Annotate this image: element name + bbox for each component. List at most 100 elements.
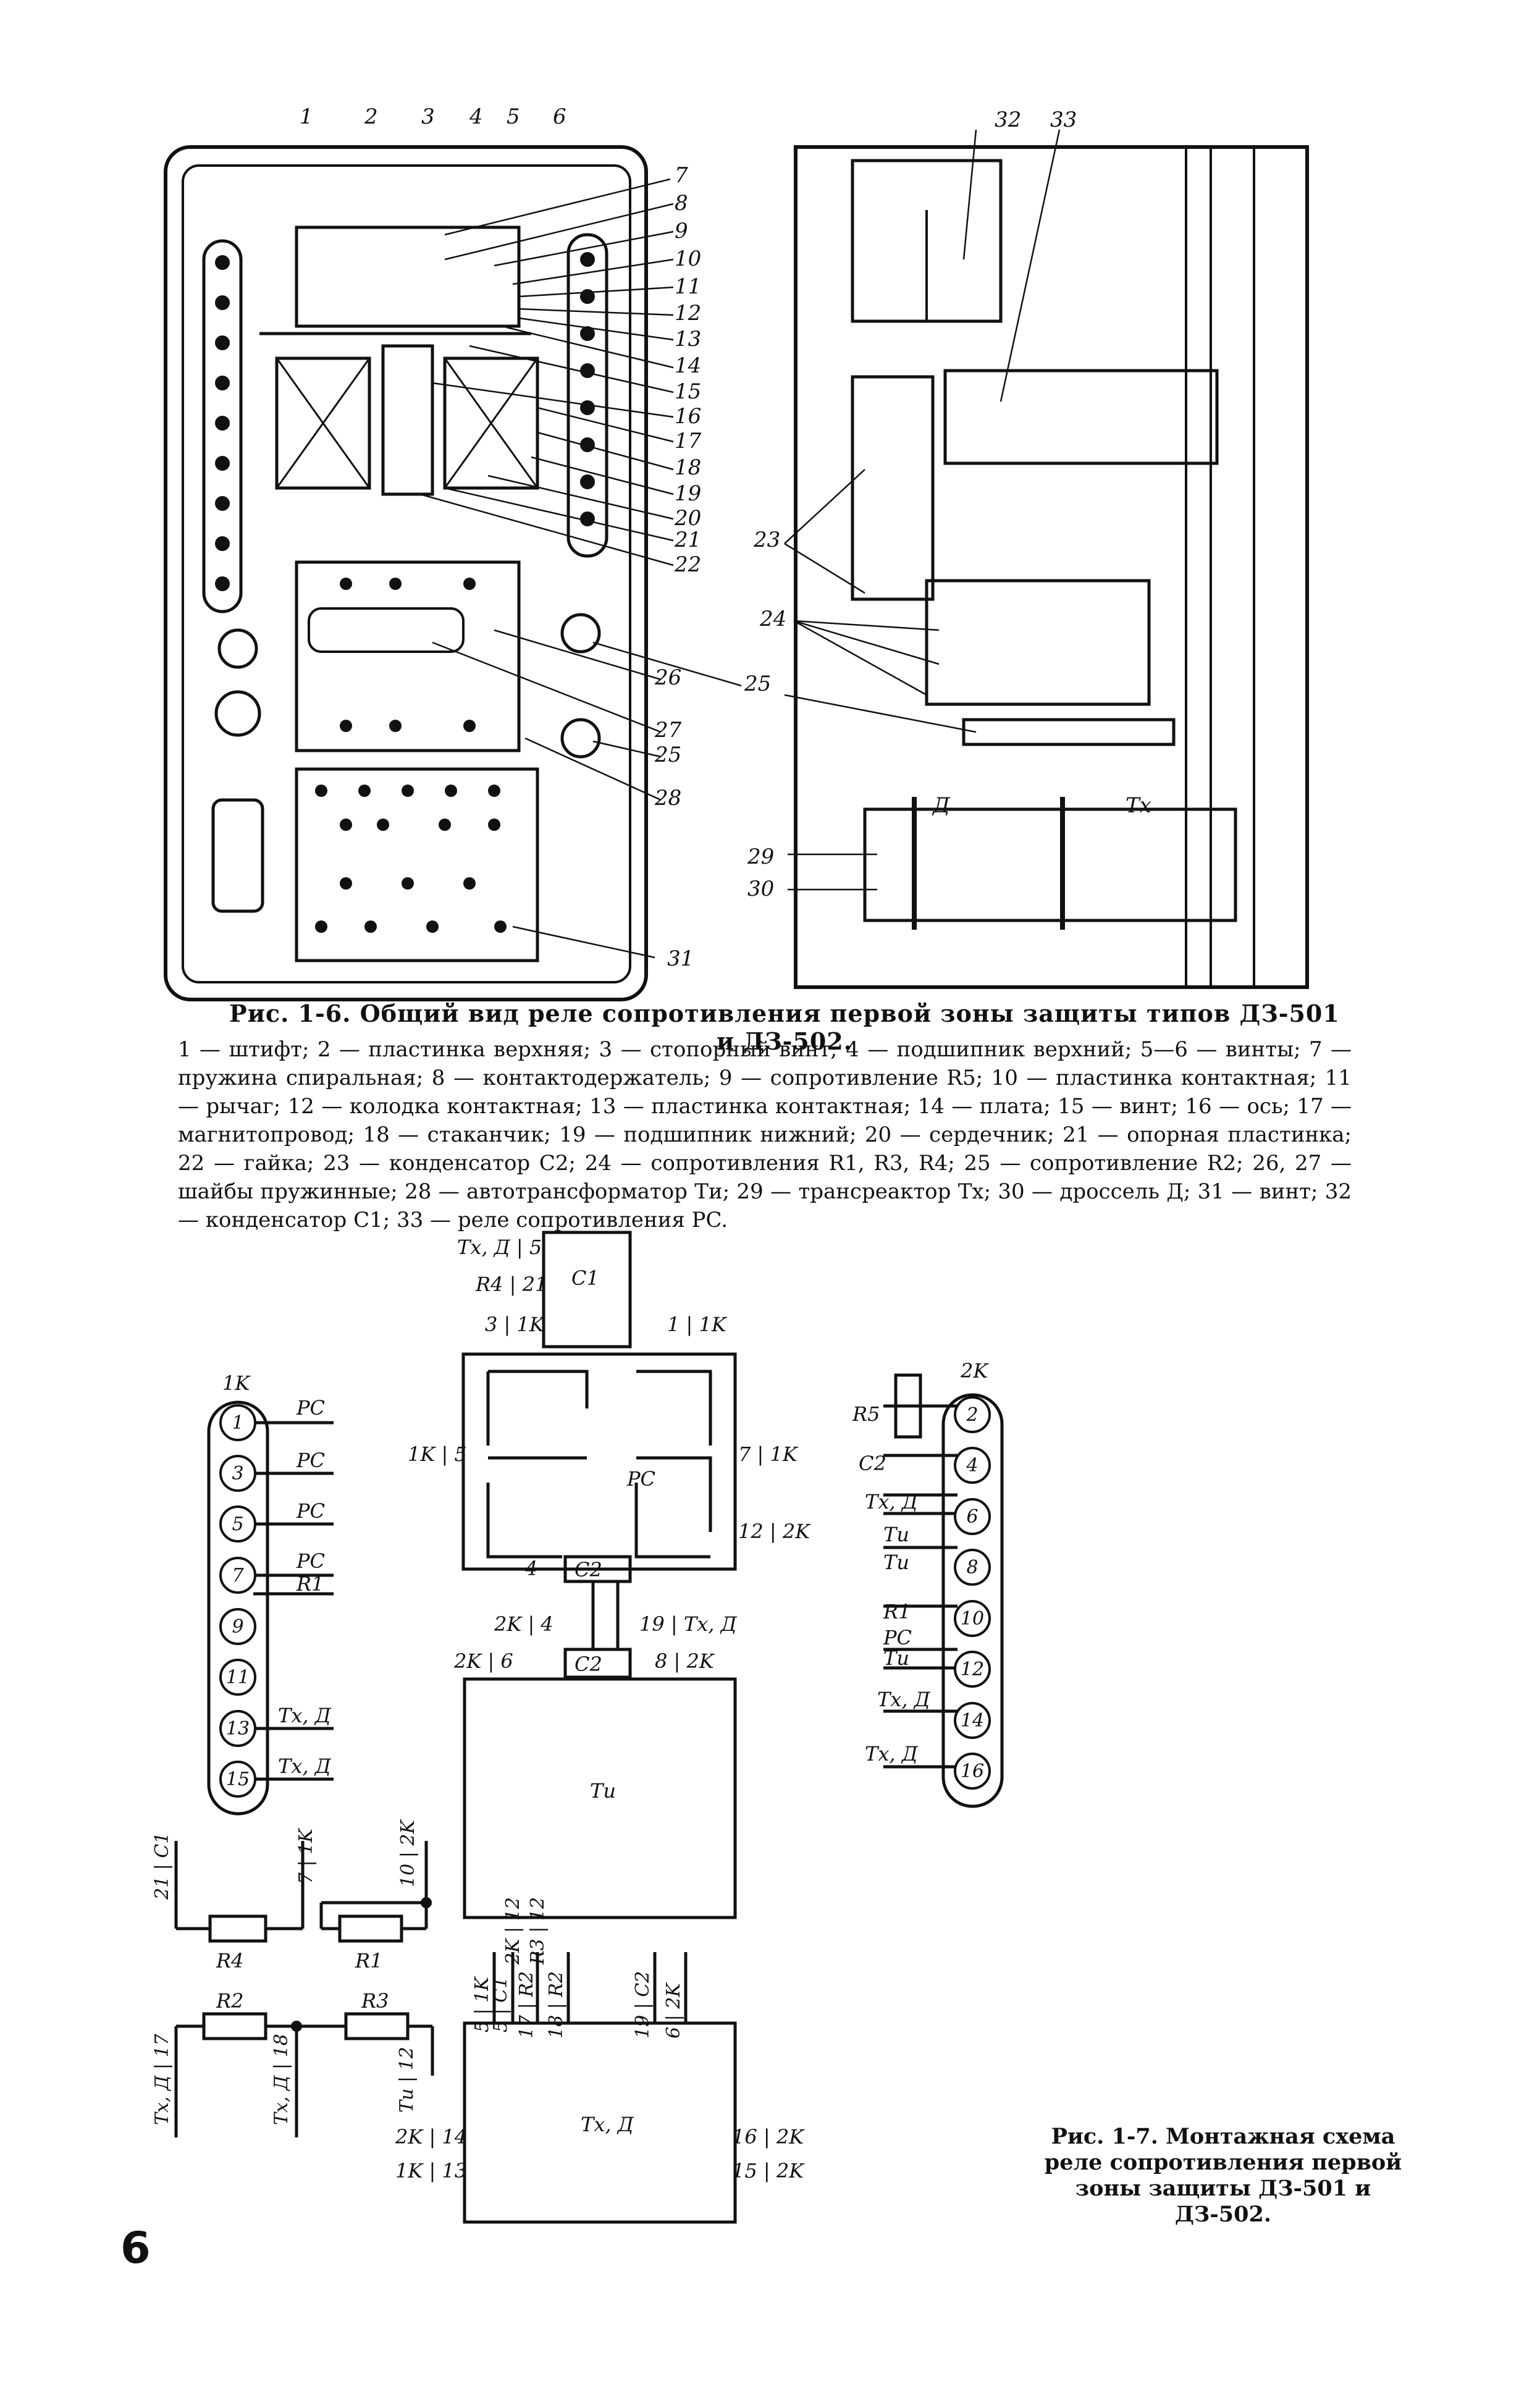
rtop-wire-1: 21 | C1 (151, 1832, 173, 1900)
tx-right-wire-1: 16 | 2K (732, 2125, 805, 2149)
terminal-block-1k (207, 1400, 269, 1816)
callout-5: 5 (507, 104, 520, 129)
block-1k-title: 1K (222, 1371, 251, 1395)
terminal-1k-9 (219, 1608, 256, 1645)
wire-1k-5-label: PC (296, 1499, 325, 1523)
callout-14: 14 (675, 353, 701, 378)
callout-30: 30 (747, 877, 774, 901)
terminal-1k-1 (219, 1404, 256, 1441)
callout-18: 18 (675, 455, 701, 480)
autotransformer-plate (295, 560, 521, 752)
pc-wire-4: 4 (524, 1557, 537, 1580)
terminal-2k-2-label: 2 (966, 1404, 978, 1426)
callout-33: 33 (1050, 107, 1077, 132)
terminal-2k-16 (954, 1753, 991, 1790)
tu-wire-4: R3 | 12 (527, 1897, 549, 1965)
callout-31: 31 (667, 946, 694, 971)
wire-2k-r5-label: R5 (852, 1402, 880, 1426)
autotransformer-tu-box (463, 1677, 737, 1919)
terminal-strip-right (566, 233, 608, 558)
magnet-coil-right (443, 356, 539, 490)
left-side-component (211, 798, 264, 913)
capacitor-c1-box (542, 1231, 632, 1349)
callout-32: 32 (995, 107, 1021, 132)
c1-wire-1: Tх, Д | 5 (457, 1236, 542, 1259)
wire-1k-15-label: Tх, Д (278, 1754, 332, 1778)
c1-label: C1 (571, 1266, 599, 1290)
terminal-strip-left (202, 239, 243, 613)
wire-2k-tu-label-2: Tи (883, 1551, 909, 1574)
tx-top-wire-5: 19 | C2 (632, 1971, 654, 2039)
c2-wire-1: 2K | 4 (494, 1612, 553, 1636)
r4-label: R4 (216, 1949, 243, 1972)
tx-right-wire-2: 15 | 2K (732, 2159, 805, 2183)
terminal-2k-10-label: 10 (961, 1608, 984, 1630)
callout-12: 12 (675, 301, 701, 326)
c1-wire-4: 1 | 1K (667, 1313, 728, 1336)
core-assembly (381, 344, 434, 496)
terminal-2k-10 (954, 1600, 991, 1637)
terminal-2k-8-label: 8 (966, 1557, 978, 1578)
wire-2k-14-label: Tх, Д (877, 1688, 931, 1711)
r2-label: R2 (216, 1989, 243, 2013)
resistor-r4 (208, 1914, 267, 1943)
resistor-r5 (894, 1373, 922, 1439)
relay-mechanism-top (295, 225, 521, 328)
terminal-1k-5 (219, 1505, 256, 1543)
callout-23: 23 (753, 528, 780, 552)
terminal-1k-15 (219, 1761, 256, 1798)
rbottom-wire-1: Tх, Д | 17 (151, 2033, 173, 2125)
c2-wire-2: 19 | Tх, Д (639, 1612, 738, 1636)
transreactor-and-choke (863, 807, 1237, 922)
resistor-plate (295, 767, 539, 962)
wire-2k-tu-label-3: Tи (883, 1646, 909, 1670)
callout-10: 10 (675, 246, 701, 271)
terminal-2k-4-label: 4 (966, 1455, 978, 1476)
wire-1k-3-label: PC (296, 1449, 325, 1472)
callout-6: 6 (553, 104, 566, 129)
r1-label: R1 (355, 1949, 382, 1972)
tu-wire-1: 2K | 6 (453, 1649, 513, 1673)
callout-8: 8 (675, 191, 688, 216)
c2-upper-label: C2 (574, 1558, 602, 1581)
wire-2k-r1-label: R1 (883, 1600, 911, 1623)
terminal-1k-11-label: 11 (226, 1667, 250, 1688)
wire-2k-pc-label: PC (883, 1626, 912, 1649)
terminal-1k-3 (219, 1455, 256, 1492)
wire-1k-1-label: PC (296, 1396, 325, 1420)
callout-17: 17 (675, 429, 702, 453)
terminal-1k-11 (219, 1659, 256, 1696)
pc-label: PC (626, 1467, 655, 1491)
wire-1k-13-label: Tх, Д (278, 1704, 332, 1727)
terminal-1k-7-label: 7 (232, 1565, 244, 1586)
figure-1-6: 1 2 3 4 5 6 7 8 9 10 11 12 13 14 15 16 1… (164, 104, 1309, 1001)
callout-28: 28 (654, 786, 681, 810)
pc-wire-2: 7 | 1K (738, 1442, 799, 1466)
callout-4: 4 (469, 104, 483, 129)
tx-top-wire-4: 18 | R2 (545, 1971, 567, 2039)
callout-7: 7 (675, 163, 688, 188)
terminal-2k-8 (954, 1549, 991, 1586)
tu-wire-2: 8 | 2K (655, 1649, 715, 1673)
callout-21: 21 (674, 528, 701, 552)
terminal-1k-5-label: 5 (232, 1513, 243, 1535)
relay-pc-box (461, 1352, 737, 1571)
rbottom-wire-2: Tх, Д | 18 (271, 2034, 292, 2125)
resistor-r3 (344, 2012, 410, 2040)
terminal-1k-13 (219, 1710, 256, 1747)
c1-wire-2: R4 | 21 (475, 1273, 547, 1296)
terminal-2k-14-label: 14 (961, 1710, 984, 1732)
callout-2: 2 (364, 104, 378, 129)
rbottom-wire-3: Tи | 12 (396, 2047, 418, 2113)
terminal-2k-6-label: 6 (966, 1506, 978, 1528)
terminal-1k-9-label: 9 (232, 1616, 243, 1638)
tu-wire-3: 2K | 12 (502, 1897, 524, 1965)
terminal-1k-13-label: 13 (226, 1718, 250, 1740)
callout-20: 20 (674, 506, 701, 531)
terminal-2k-16-label: 16 (961, 1761, 984, 1782)
wire-2k-tu-label-1: Tи (883, 1523, 909, 1546)
page-number: 6 (120, 2223, 151, 2273)
label-transreactor-tx: Tх (1126, 793, 1151, 818)
terminal-2k-14 (954, 1702, 991, 1739)
terminal-1k-1-label: 1 (232, 1412, 243, 1434)
